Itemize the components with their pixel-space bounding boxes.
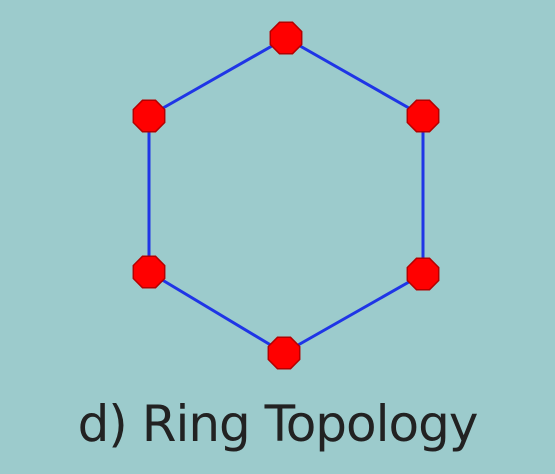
- node-top: [269, 21, 303, 55]
- node-upper-right: [406, 99, 440, 133]
- node-lower-right: [406, 257, 440, 291]
- node-upper-left: [132, 99, 166, 133]
- ring-nodes: [132, 21, 440, 370]
- ring-link: [284, 36, 425, 118]
- diagram-caption: d) Ring Topology: [77, 395, 479, 453]
- ring-link: [147, 270, 286, 355]
- ring-link: [282, 272, 425, 355]
- ring-link: [147, 36, 288, 118]
- node-lower-left: [132, 255, 166, 289]
- ring-links: [147, 36, 425, 355]
- node-bottom: [267, 336, 301, 370]
